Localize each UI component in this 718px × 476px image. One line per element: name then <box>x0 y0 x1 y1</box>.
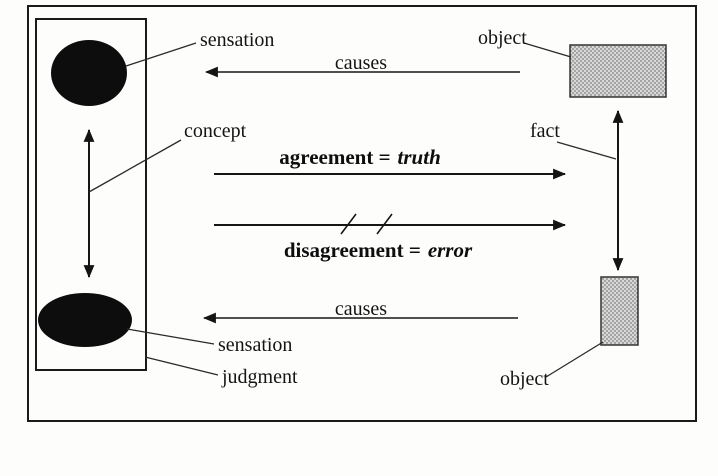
leader-fact <box>556 141 617 160</box>
object-top-label: object <box>478 27 527 49</box>
truth-text: truth <box>398 145 441 169</box>
agreement-prefix-text: agreement = <box>279 145 390 169</box>
sensation-circle-top <box>51 40 127 106</box>
causes-bottom-label: causes <box>335 298 387 320</box>
sensation-ellipse-bottom <box>38 293 132 347</box>
error-text: error <box>428 238 473 262</box>
sensation-bottom-label: sensation <box>218 334 292 356</box>
outer-frame <box>27 5 697 422</box>
leader-sensation-bottom <box>126 328 215 345</box>
disagreement-prefix-text: disagreement = <box>284 238 421 262</box>
object-rect-top <box>569 44 667 98</box>
causes-top-label: causes <box>335 52 387 74</box>
leader-judgment <box>144 356 219 376</box>
leader-sensation-top <box>125 42 197 67</box>
leader-object-bottom <box>545 341 604 378</box>
object-bottom-label: object <box>500 368 549 390</box>
fact-label: fact <box>530 120 560 142</box>
object-rect-bottom <box>600 276 639 346</box>
judgment-label: judgment <box>221 366 298 388</box>
disagreement-error-label: disagreement = error <box>284 238 473 262</box>
concept-label: concept <box>184 120 247 142</box>
leader-concept <box>88 139 182 193</box>
strike-slash-2 <box>376 213 393 235</box>
strike-slash-1 <box>340 213 357 235</box>
leader-object-top <box>523 42 572 58</box>
agreement-truth-label: agreement = truth <box>279 145 441 169</box>
sensation-top-label: sensation <box>200 29 274 51</box>
